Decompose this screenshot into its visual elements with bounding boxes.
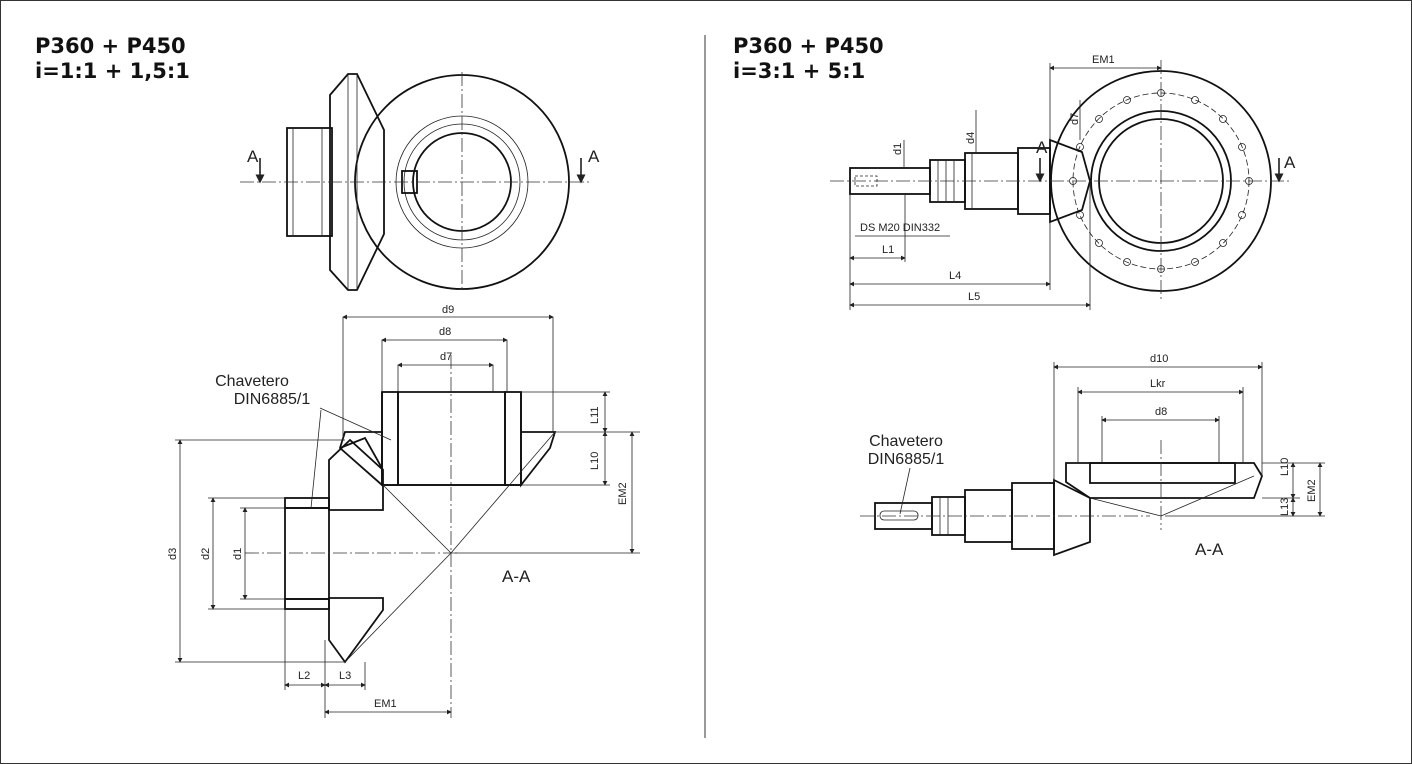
left-title-ratio: i=1:1 + 1,5:1 <box>35 59 190 83</box>
bolt-holes <box>1069 89 1253 273</box>
left-dim-l11: L11 <box>589 406 601 424</box>
right-dim-d8: d8 <box>1155 406 1167 418</box>
right-section-view: d10 Lkr d8 L10 L13 EM2 A-A Chavetero DIN… <box>860 353 1325 559</box>
right-top-view: A A EM1 d7 d1 d4 DS M20 DIN332 L1 L4 L5 <box>830 54 1296 310</box>
left-dim-d7: d7 <box>440 351 452 363</box>
right-keyway-note-line1: Chavetero <box>869 433 943 450</box>
right-dim-l1: L1 <box>882 244 894 256</box>
left-section-marker-a: A <box>247 147 259 166</box>
right-dim-d1: d1 <box>892 143 904 155</box>
right-title-ratio: i=3:1 + 5:1 <box>733 59 866 83</box>
right-dim-l5: L5 <box>968 291 980 303</box>
left-section-marker-a2: A <box>588 147 600 166</box>
right-dim-em2: EM2 <box>1306 479 1318 502</box>
left-section-view: d9 d8 d7 L11 L10 EM2 d3 d2 d1 <box>167 304 640 718</box>
right-section-label: A-A <box>1195 540 1224 559</box>
left-dim-em2: EM2 <box>617 482 629 505</box>
left-keyway-note-line2: DIN6885/1 <box>234 391 311 408</box>
left-dim-d1: d1 <box>232 548 244 560</box>
left-dim-d3: d3 <box>167 548 179 560</box>
right-title: P360 + P450 i=3:1 + 5:1 <box>733 34 884 84</box>
left-title: P360 + P450 i=1:1 + 1,5:1 <box>35 34 190 84</box>
right-dim-em1: EM1 <box>1092 54 1115 66</box>
left-dim-d9: d9 <box>442 304 454 316</box>
left-title-model: P360 + P450 <box>35 34 186 58</box>
wheel-bore <box>397 391 506 486</box>
right-thread-note: DS M20 DIN332 <box>860 222 940 234</box>
left-dim-d2: d2 <box>200 548 212 560</box>
right-title-model: P360 + P450 <box>733 34 884 58</box>
left-dim-l10: L10 <box>589 452 601 470</box>
pinion-bore <box>284 507 330 600</box>
right-section-marker-a2: A <box>1284 153 1296 172</box>
left-section-label: A-A <box>502 567 531 586</box>
left-dim-l3: L3 <box>339 670 351 682</box>
right-dim-l10: L10 <box>1279 458 1291 476</box>
right-keyway-note-line2: DIN6885/1 <box>868 451 945 468</box>
right-dim-d10: d10 <box>1150 353 1168 365</box>
left-keyway-note-line1: Chavetero <box>215 373 289 390</box>
bevel-pinion-profile <box>329 73 385 291</box>
right-section-marker-a: A <box>1036 138 1048 157</box>
right-dim-lkr: Lkr <box>1150 378 1166 390</box>
right-dim-l4: L4 <box>949 270 961 282</box>
left-dim-em1: EM1 <box>374 698 397 710</box>
ring-gear-section <box>1065 462 1263 499</box>
right-dim-l13: L13 <box>1279 498 1291 516</box>
right-dim-d4: d4 <box>965 132 977 144</box>
left-top-view: A A <box>240 72 600 292</box>
right-dim-d7: d7 <box>1069 113 1081 125</box>
left-dim-d8: d8 <box>439 326 451 338</box>
left-dim-l2: L2 <box>298 670 310 682</box>
